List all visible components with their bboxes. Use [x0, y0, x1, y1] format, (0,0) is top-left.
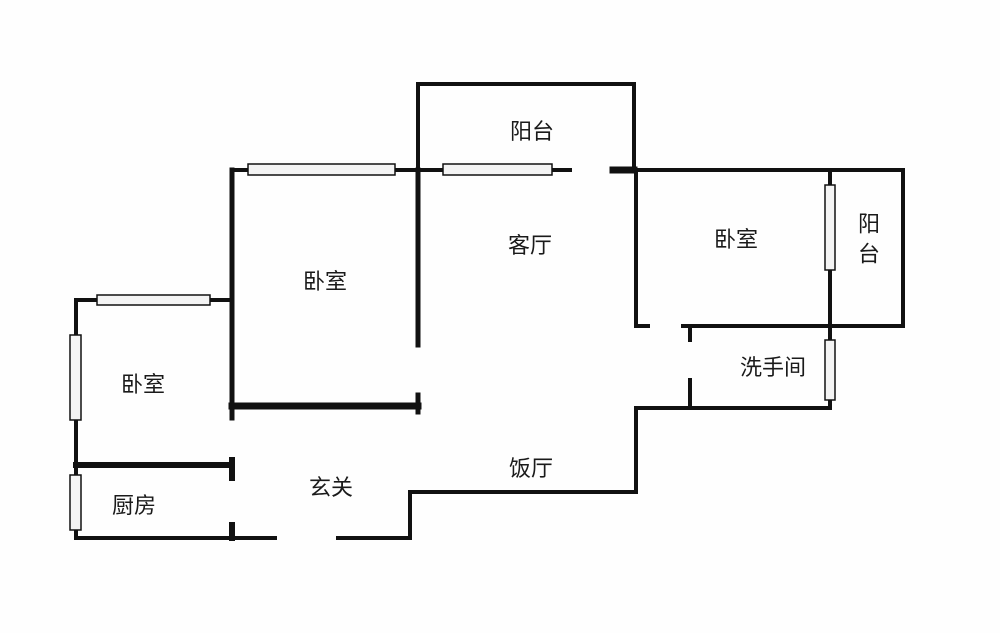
- room-label-entrance: 玄关: [308, 476, 354, 501]
- window: [96, 294, 211, 306]
- wall-right-bedroom: [632, 168, 905, 328]
- room-label-bathroom: 洗手间: [739, 356, 807, 381]
- room-label-bedroom-left: 卧室: [120, 373, 166, 398]
- window: [247, 163, 396, 176]
- window: [824, 339, 836, 401]
- room-label-bedroom-middle: 卧室: [302, 270, 348, 295]
- wall-left-bedroom: [74, 298, 277, 540]
- window: [824, 184, 836, 271]
- room-label-living-room: 客厅: [507, 234, 553, 259]
- room-label-kitchen: 厨房: [111, 494, 157, 519]
- wall-bathroom-dining: [336, 324, 832, 540]
- windows: [69, 163, 836, 531]
- room-label-bedroom-right: 卧室: [713, 228, 759, 253]
- wall-balcony-top: [416, 82, 636, 172]
- room-label-balcony-right: 阳台: [854, 212, 879, 272]
- window: [69, 474, 82, 531]
- window: [69, 334, 82, 421]
- room-label-balcony-top: 阳台: [509, 120, 555, 145]
- walls: [73, 82, 905, 541]
- window: [442, 163, 553, 176]
- room-label-dining-room: 饭厅: [508, 457, 554, 482]
